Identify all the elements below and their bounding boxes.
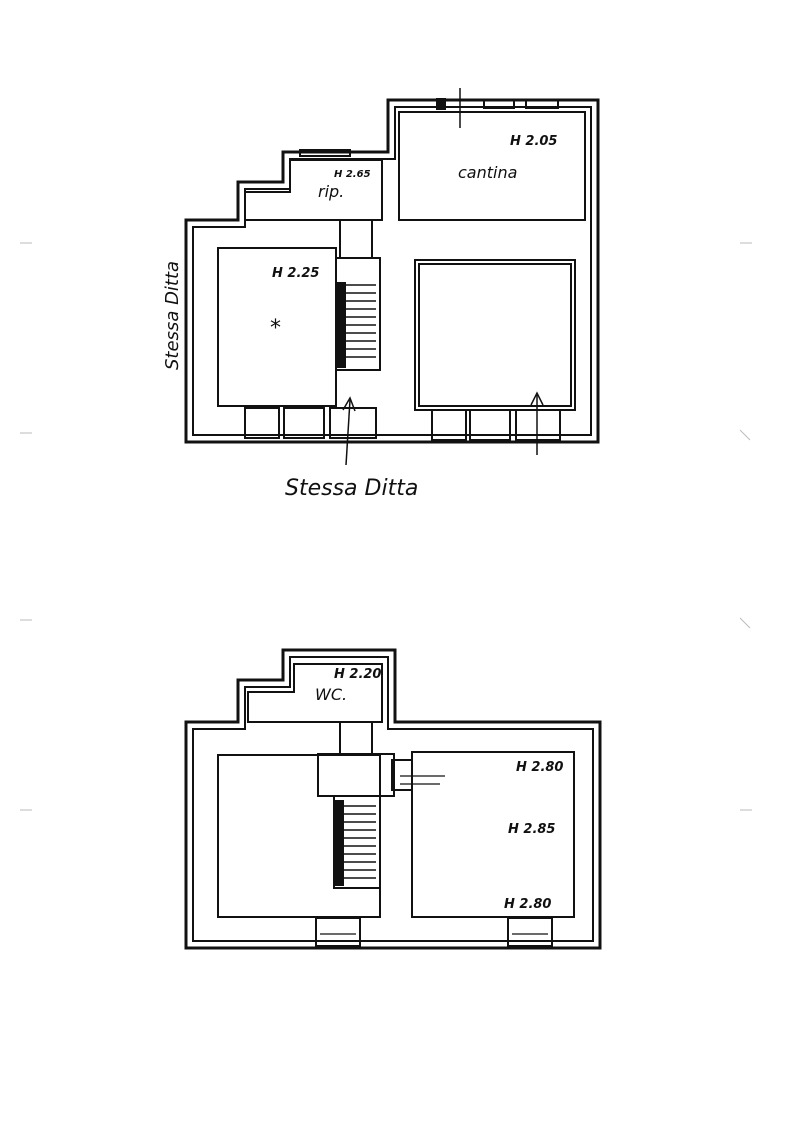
height-wc: H 2.20 [334,667,381,682]
boundary-bottom-label: Stessa Ditta [285,476,418,501]
upper-top-windows [299,98,559,157]
upper-entry-arrows [342,88,544,466]
lower-room-right [411,751,575,918]
room-right-inner [418,263,572,407]
height-left-room: H 2.25 [272,266,319,281]
upper-outer-wall [184,98,600,444]
upper-floor-plan: H 2.05 cantina H 2.65 rip. H 2.25 * Stes… [162,88,600,501]
height-right-top: H 2.80 [516,760,563,775]
margin-ticks [20,242,752,811]
height-rip: H 2.65 [334,169,371,180]
lower-side-door [391,759,413,791]
room-cantina [398,111,586,221]
lower-outer-wall-inner [192,656,594,942]
room-wc [247,663,383,723]
height-right-bottom: H 2.80 [504,897,551,912]
boundary-left-label: Stessa Ditta [162,261,183,370]
label-cantina: cantina [458,163,517,182]
lower-bottom-openings [315,917,553,947]
height-cantina: H 2.05 [510,134,557,149]
lower-stair-treads [334,800,376,886]
label-rip: rip. [318,182,344,201]
star-mark: * [270,316,281,341]
upper-stair-treads [336,282,376,368]
lower-floor-plan: H 2.20 WC. H 2.80 H 2.85 H 2.80 [184,648,602,950]
room-rip [244,159,383,221]
upper-bottom-openings [244,407,561,441]
lower-outer-wall [184,648,602,950]
height-right-mid: H 2.85 [508,822,555,837]
label-wc: WC. [315,685,347,704]
